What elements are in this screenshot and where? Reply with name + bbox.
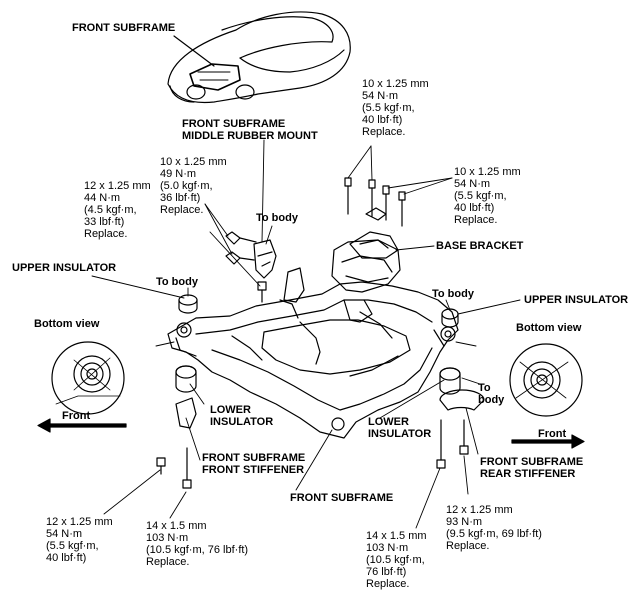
car-outline (167, 11, 351, 104)
label-middle-rubber-mount: FRONT SUBFRAME MIDDLE RUBBER MOUNT (182, 118, 318, 142)
label-line: FRONT STIFFENER (202, 464, 305, 476)
spec-line: 14 x 1.5 mm (366, 530, 427, 542)
label-to-body-mid: To body (256, 212, 298, 224)
bolt-group (156, 177, 469, 489)
insulators (175, 294, 461, 395)
torque-spec-bottom-left: 12 x 1.25 mm 54 N·m (5.5 kgf·m, 40 lbf·f… (46, 516, 113, 564)
spec-line: 54 N·m (362, 90, 399, 102)
label-lower-insulator-left: LOWER INSULATOR (210, 404, 273, 428)
stiffeners (175, 389, 485, 429)
spec-line: 10 x 1.25 mm (454, 166, 521, 178)
label-line: LOWER (368, 416, 409, 428)
label-line: FRONT SUBFRAME (480, 456, 584, 468)
bottom-view-left (51, 341, 125, 415)
spec-line: Replace. (366, 578, 410, 590)
torque-spec-rear: 12 x 1.25 mm 93 N·m (9.5 kgf·m, 69 lbf·f… (446, 504, 542, 552)
spec-line: (10.5 kgf·m, 76 lbf·ft) (146, 544, 249, 556)
label-upper-insulator-right: UPPER INSULATOR (524, 294, 629, 306)
label-line: REAR STIFFENER (480, 468, 576, 480)
spec-line: 40 lbf·ft) (46, 552, 87, 564)
spec-line: 40 lbf·ft) (454, 202, 495, 214)
spec-line: (5.5 kgf·m, (454, 190, 507, 202)
label-line: INSULATOR (368, 428, 432, 440)
spec-line: 93 N·m (446, 516, 483, 528)
spec-line: Replace. (160, 204, 204, 216)
label-line: FRONT SUBFRAME (202, 452, 306, 464)
torque-spec-bottom-right: 14 x 1.5 mm 103 N·m (10.5 kgf·m, 76 lbf·… (366, 530, 427, 590)
label-lower-insulator-right: LOWER INSULATOR (368, 416, 431, 440)
torque-spec-left: 12 x 1.25 mm 44 N·m (4.5 kgf·m, 33 lbf·f… (84, 180, 151, 240)
spec-line: 76 lbf·ft) (366, 566, 407, 578)
spec-line: Replace. (446, 540, 490, 552)
label-line: LOWER (210, 404, 251, 416)
label-line: MIDDLE RUBBER MOUNT (182, 130, 318, 142)
spec-line: (4.5 kgf·m, (84, 204, 137, 216)
label-front-subframe-top: FRONT SUBFRAME (72, 22, 176, 34)
spec-line: 103 N·m (366, 542, 409, 554)
label-rear-stiffener: FRONT SUBFRAME REAR STIFFENER (480, 456, 583, 480)
label-bottom-view-left: Bottom view (34, 318, 100, 330)
spec-line: (10.5 kgf·m, (366, 554, 425, 566)
torque-spec-bottom-mid: 14 x 1.5 mm 103 N·m (10.5 kgf·m, 76 lbf·… (146, 520, 248, 568)
label-line: FRONT SUBFRAME (182, 118, 286, 130)
label-front-subframe-bottom: FRONT SUBFRAME (290, 492, 394, 504)
spec-line: 40 lbf·ft) (362, 114, 403, 126)
spec-line: (5.5 kgf·m, (46, 540, 99, 552)
spec-line: 14 x 1.5 mm (146, 520, 207, 532)
spec-line: 12 x 1.25 mm (446, 504, 513, 516)
base-bracket (349, 207, 399, 259)
spec-line: Replace. (84, 228, 128, 240)
label-base-bracket: BASE BRACKET (436, 240, 524, 252)
spec-line: (5.5 kgf·m, (362, 102, 415, 114)
label-bottom-view-right: Bottom view (516, 322, 582, 334)
torque-spec-middle: 10 x 1.25 mm 49 N·m (5.0 kgf·m, 36 lbf·f… (160, 156, 227, 216)
leader-lines (91, 139, 521, 529)
spec-line: (9.5 kgf·m, 69 lbf·ft) (446, 528, 542, 540)
spec-line: 10 x 1.25 mm (160, 156, 227, 168)
spec-line: Replace. (454, 214, 498, 226)
label-front-right: Front (538, 428, 567, 440)
spec-line: 103 N·m (146, 532, 189, 544)
spec-line: 10 x 1.25 mm (362, 78, 429, 90)
label-line: body (478, 394, 505, 406)
spec-line: 33 lbf·ft) (84, 216, 125, 228)
spec-line: 36 lbf·ft) (160, 192, 201, 204)
spec-line: Replace. (146, 556, 190, 568)
bottom-view-right (509, 343, 583, 417)
label-to-body-right: To body (478, 382, 504, 406)
spec-line: (5.0 kgf·m, (160, 180, 213, 192)
label-line: INSULATOR (210, 416, 274, 428)
spec-line: 54 N·m (454, 178, 491, 190)
label-to-body-left: To body (156, 276, 198, 288)
torque-spec-top: 10 x 1.25 mm 54 N·m (5.5 kgf·m, 40 lbf·f… (362, 78, 429, 138)
label-front-stiffener: FRONT SUBFRAME FRONT STIFFENER (202, 452, 305, 476)
spec-line: 49 N·m (160, 168, 197, 180)
label-to-body-right-top: To body (432, 288, 474, 300)
middle-rubber-mount (225, 231, 277, 279)
spec-line: 44 N·m (84, 192, 121, 204)
front-subframe (167, 239, 459, 439)
spec-line: Replace. (362, 126, 406, 138)
leader-line (173, 35, 215, 67)
label-front-left: Front (62, 410, 91, 422)
spec-line: 12 x 1.25 mm (46, 516, 113, 528)
torque-spec-right: 10 x 1.25 mm 54 N·m (5.5 kgf·m, 40 lbf·f… (454, 166, 521, 226)
label-upper-insulator-left: UPPER INSULATOR (12, 262, 117, 274)
spec-line: 54 N·m (46, 528, 83, 540)
spec-line: 12 x 1.25 mm (84, 180, 151, 192)
front-arrows (37, 418, 585, 449)
label-line: To (478, 382, 491, 394)
